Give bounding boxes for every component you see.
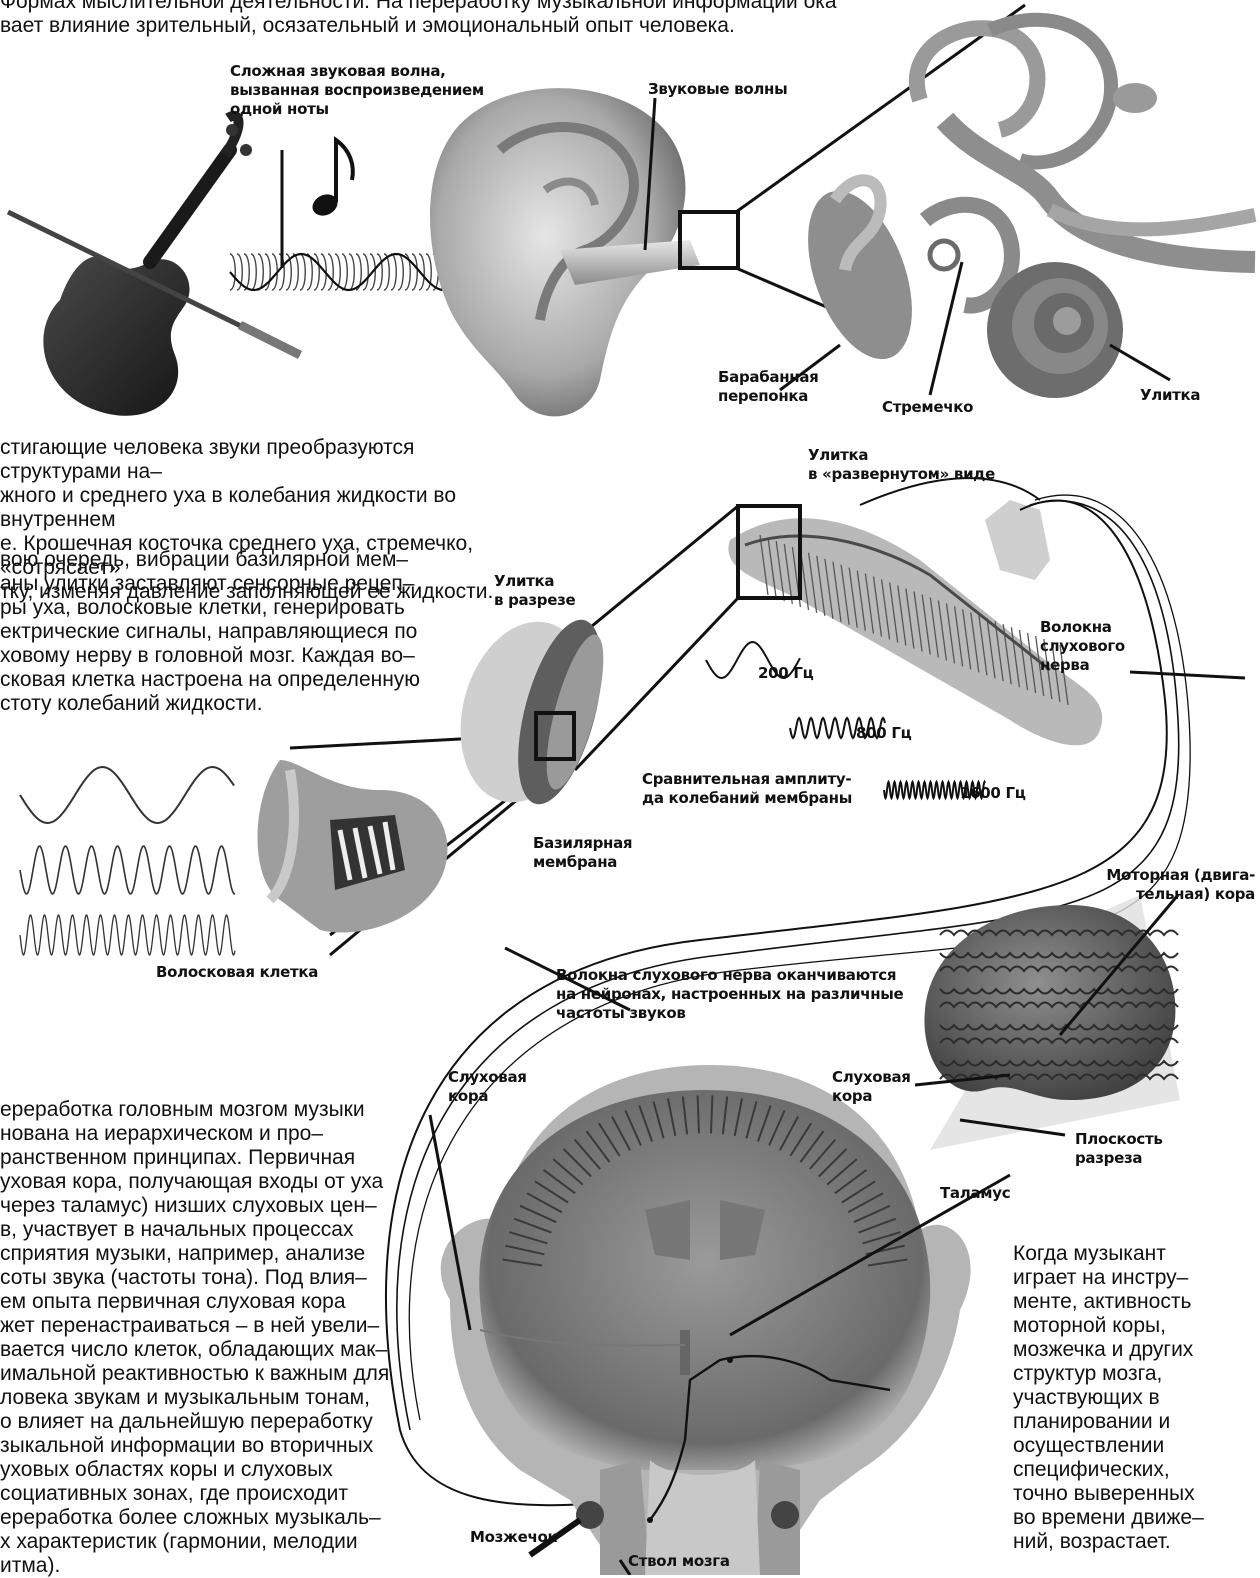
label-200hz: 200 Гц: [758, 664, 813, 683]
label-brainstem: Ствол мозга: [628, 1552, 730, 1571]
brain-3d-illustration: [915, 895, 1180, 1150]
label-amplitude: Сравнительная амплиту- да колебаний мемб…: [642, 770, 852, 808]
label-hair-cell: Волосковая клетка: [156, 963, 318, 982]
label-1600hz: 1600 Гц: [960, 784, 1026, 803]
label-basilar-membrane: Базилярная мембрана: [533, 834, 632, 872]
label-complex-wave: Сложная звуковая волна, вызванная воспро…: [230, 62, 484, 119]
label-nerve-fibers: Волокна слухового нерва: [1040, 618, 1125, 675]
ear-illustration: [430, 88, 738, 416]
label-cerebellum: Мозжечок: [470, 1528, 557, 1547]
label-unrolled-cochlea: Улитка в «развернутом» виде: [808, 446, 995, 484]
paragraph-musician: Когда музыкант играет на инстру– менте, …: [1013, 1242, 1253, 1554]
paragraph-basilar: вою очередь, вибрации базилярной мем– ан…: [0, 548, 490, 716]
label-thalamus: Таламус: [940, 1184, 1010, 1203]
label-eardrum: Барабанная перепонка: [718, 368, 819, 406]
label-cochlea-section: Улитка в разрезе: [494, 572, 575, 610]
hair-cell-illustration: [258, 760, 448, 933]
label-sound-waves: Звуковые волны: [648, 80, 787, 99]
paragraph-brain-processing: ереработка головным мозгом музыки нована…: [0, 1098, 440, 1578]
label-stapes: Стремечко: [882, 398, 973, 417]
paragraph-top-fragment: Формах мыслительной деятельности. На пер…: [0, 0, 1000, 38]
label-motor-cortex: Моторная (двига- тельная) кора: [1090, 866, 1255, 904]
label-auditory-cortex-right: Слуховая кора: [832, 1068, 911, 1106]
left-frequency-waves: [20, 767, 235, 955]
label-nerve-endings: Волокна слухового нерва оканчиваются на …: [556, 966, 903, 1023]
label-section-plane: Плоскость разреза: [1075, 1130, 1163, 1168]
label-auditory-cortex-left: Слуховая кора: [448, 1068, 527, 1106]
cochlea-spiral: [987, 262, 1123, 398]
music-note-icon: [309, 140, 353, 220]
brain-section-illustration: [430, 948, 1010, 1575]
label-800hz: 800 Гц: [856, 724, 911, 743]
label-cochlea: Улитка: [1140, 386, 1200, 405]
inner-ear-illustration: [736, 5, 1255, 398]
